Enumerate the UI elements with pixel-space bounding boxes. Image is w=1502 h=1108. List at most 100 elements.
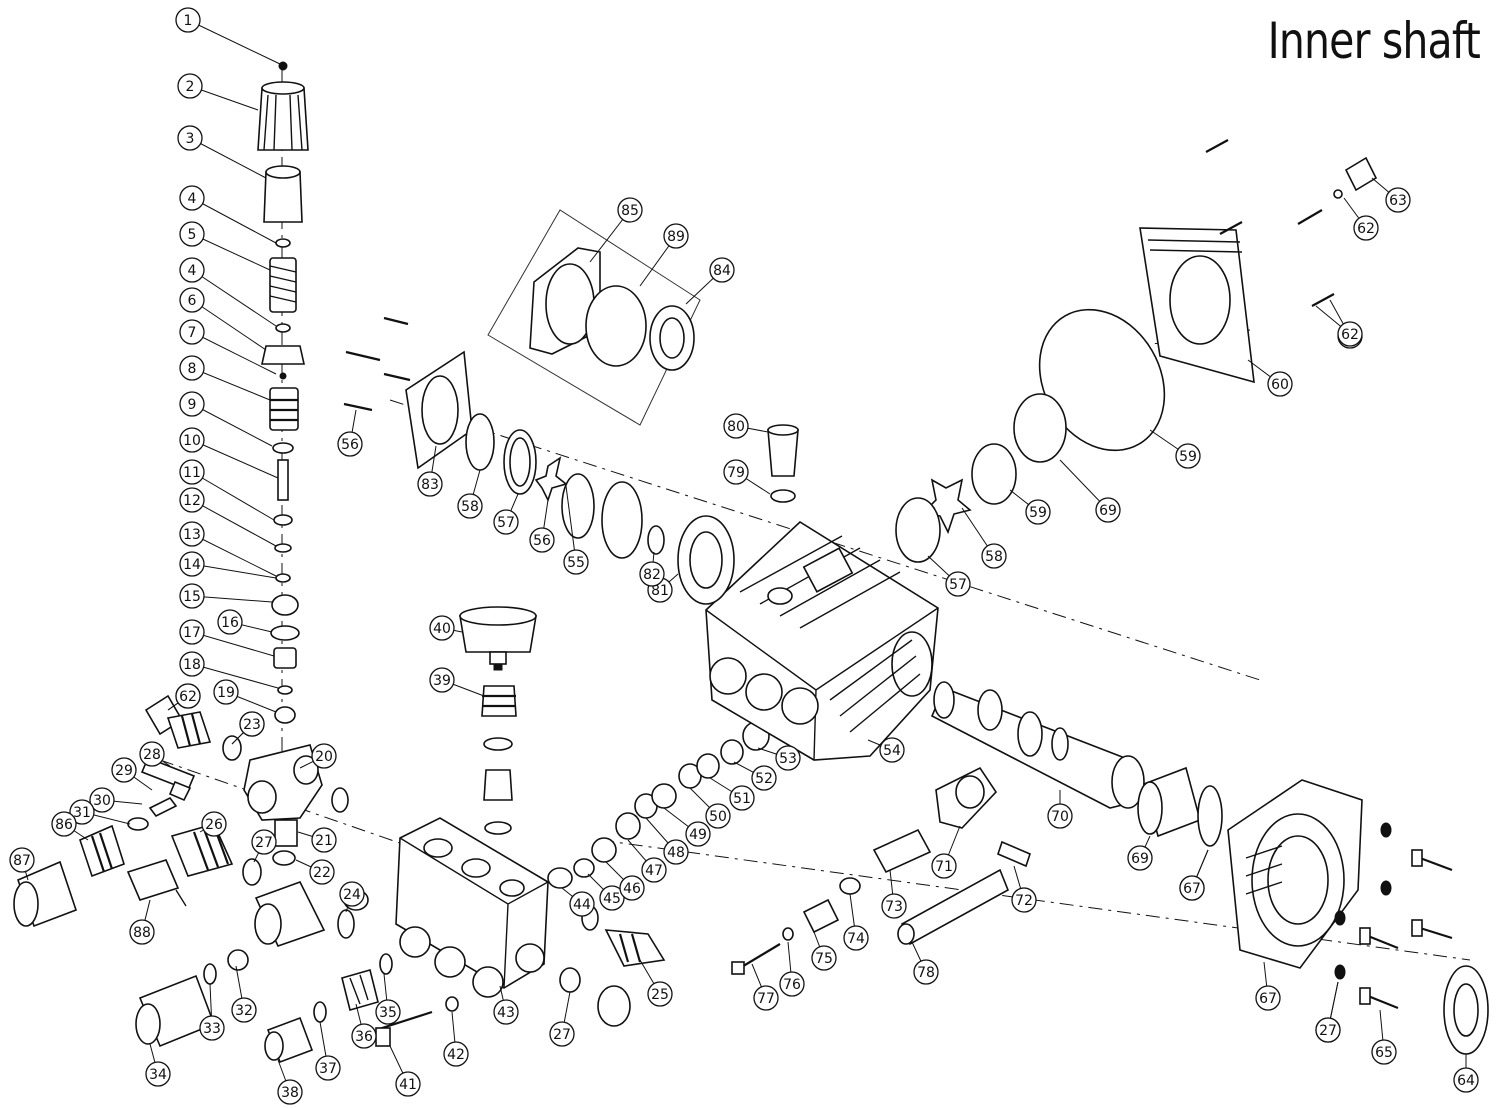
callout: 5 xyxy=(179,221,271,271)
callout-circle xyxy=(129,919,155,945)
callout-leader xyxy=(191,367,271,401)
callout-number: 31 xyxy=(73,805,91,821)
callout-number: 78 xyxy=(917,965,935,981)
callout-number: 27 xyxy=(255,835,273,851)
callout-number: 69 xyxy=(1131,851,1149,867)
callout-circle xyxy=(775,745,801,771)
callout: 1 xyxy=(175,7,281,65)
callout-circle xyxy=(179,551,205,577)
callout-circle xyxy=(429,667,455,693)
callout-number: 60 xyxy=(1271,377,1289,393)
callout: 84 xyxy=(685,257,735,305)
callout-circle xyxy=(1267,371,1293,397)
callout-leader xyxy=(565,485,577,563)
callout-number: 18 xyxy=(183,657,201,673)
callout: 38 xyxy=(277,1059,303,1105)
callout: 55 xyxy=(563,485,589,575)
callout-number: 22 xyxy=(313,865,331,881)
callout: 17 xyxy=(179,619,275,657)
callout: 20 xyxy=(299,743,337,769)
callout-circle xyxy=(309,859,335,885)
callout: 58 xyxy=(457,469,483,519)
callout-circle xyxy=(179,619,205,645)
callout-number: 69 xyxy=(1099,503,1117,519)
callout-circle xyxy=(179,459,205,485)
callout: 64 xyxy=(1453,1054,1479,1093)
callout-number: 6 xyxy=(188,293,197,309)
callout-circle xyxy=(639,561,665,587)
callout: 6 xyxy=(179,287,267,351)
callout: 27 xyxy=(1315,981,1341,1043)
callout-circle xyxy=(1371,1039,1397,1065)
callout-number: 1 xyxy=(184,13,193,29)
callout-circle xyxy=(705,803,731,829)
callout: 14 xyxy=(179,551,277,579)
callout-number: 57 xyxy=(497,515,515,531)
callout-circle xyxy=(51,811,77,837)
callout-circle xyxy=(617,197,643,223)
callout-circle xyxy=(179,319,205,345)
callout-number: 41 xyxy=(399,1077,417,1093)
callout-number: 16 xyxy=(221,615,239,631)
callout: 30 xyxy=(89,787,143,813)
callout-number: 84 xyxy=(713,263,731,279)
callout-number: 52 xyxy=(755,771,773,787)
bearing-cover-group-box xyxy=(487,209,701,426)
callout: 47 xyxy=(627,839,667,883)
callout-number: 8 xyxy=(188,361,197,377)
callout-circle xyxy=(315,1055,341,1081)
callout-circle xyxy=(179,391,205,417)
callout: 73 xyxy=(881,869,907,919)
callout-number: 58 xyxy=(461,499,479,515)
callout-number: 44 xyxy=(573,897,591,913)
callout-leader xyxy=(189,137,267,179)
callout-leader xyxy=(191,499,277,547)
callout-circle xyxy=(709,257,735,283)
callout-circle xyxy=(175,683,201,709)
callout: 27 xyxy=(549,991,575,1047)
side-cover-group xyxy=(895,139,1378,563)
callout-number: 75 xyxy=(815,951,833,967)
callout-number: 58 xyxy=(985,549,1003,565)
callout-number: 2 xyxy=(186,79,195,95)
callout-number: 62 xyxy=(179,689,197,705)
callout-number: 49 xyxy=(689,827,707,843)
callout-circle xyxy=(663,839,689,865)
callout: 89 xyxy=(639,223,689,287)
callout-number: 70 xyxy=(1051,809,1069,825)
callout: 87 xyxy=(9,847,35,881)
callout-circle xyxy=(1025,499,1051,525)
callout: 56 xyxy=(337,409,363,457)
callout-circle xyxy=(231,997,257,1023)
callout-number: 89 xyxy=(667,229,685,245)
callout: 60 xyxy=(1247,359,1293,397)
callout-circle xyxy=(1011,887,1037,913)
callout: 62 xyxy=(1315,305,1363,347)
callout-number: 39 xyxy=(433,673,451,689)
callout: 71 xyxy=(931,825,961,879)
callout: 69 xyxy=(1127,835,1153,871)
callout-circle xyxy=(311,827,337,853)
callout-number: 36 xyxy=(355,1029,373,1045)
callout-number: 59 xyxy=(1179,449,1197,465)
callout: 70 xyxy=(1047,790,1073,829)
callout: 57 xyxy=(493,493,519,535)
callout-circle xyxy=(753,985,779,1011)
callout-number: 54 xyxy=(883,743,901,759)
callout-leader xyxy=(187,19,281,65)
callout-circle xyxy=(641,857,667,883)
callout-leader xyxy=(191,595,273,603)
callout-circle xyxy=(945,571,971,597)
callout-circle xyxy=(311,743,337,769)
callout-number: 67 xyxy=(1183,881,1201,897)
callout: 44 xyxy=(561,887,595,917)
callout-circle xyxy=(429,615,455,641)
callout-number: 53 xyxy=(779,751,797,767)
callout: 88 xyxy=(129,899,155,945)
callout-number: 88 xyxy=(133,925,151,941)
callout-circle xyxy=(1315,1017,1341,1043)
callout-number: 67 xyxy=(1259,991,1277,1007)
callout-number: 40 xyxy=(433,621,451,637)
callout-number: 47 xyxy=(645,863,663,879)
callout-number: 12 xyxy=(183,493,201,509)
